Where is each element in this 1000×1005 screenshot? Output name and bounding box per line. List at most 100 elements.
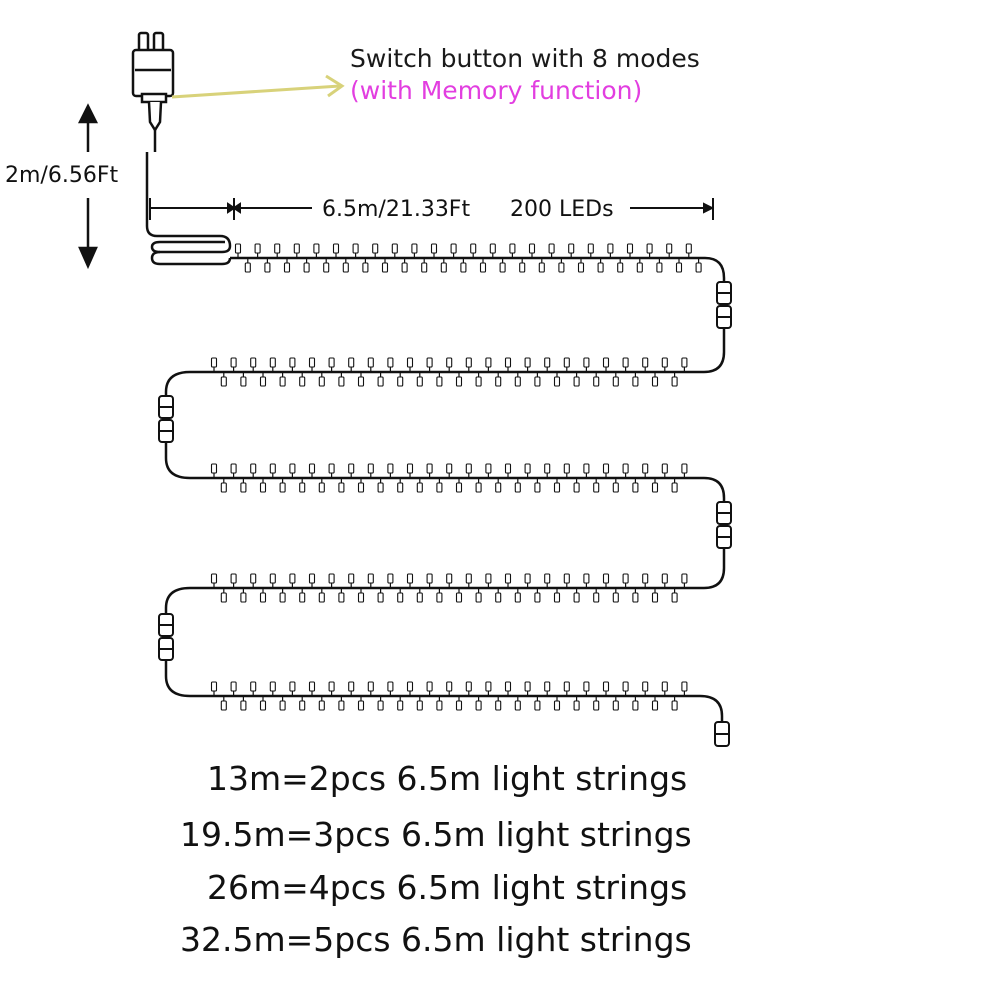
- led-bulb: [283, 258, 291, 273]
- led-bulb: [632, 478, 639, 493]
- led-bulb: [455, 696, 463, 711]
- led-bulb: [524, 463, 531, 478]
- led-row: [210, 463, 688, 493]
- led-bulb: [651, 372, 659, 387]
- led-row: [210, 357, 688, 387]
- led-bulb: [495, 696, 502, 711]
- led-bulb: [264, 258, 271, 273]
- led-bulb: [563, 463, 570, 478]
- led-bulb: [446, 681, 453, 696]
- lead-cable-coil: [145, 152, 238, 266]
- led-bulb: [593, 588, 600, 603]
- led-bulb: [675, 258, 683, 273]
- led-bulb: [597, 258, 604, 273]
- led-bulb: [406, 357, 414, 372]
- led-bulb: [338, 588, 345, 603]
- led-bulb: [499, 258, 506, 273]
- led-bulb: [426, 681, 433, 696]
- led-bulb: [313, 243, 320, 258]
- led-bulb: [495, 478, 502, 493]
- led-bulb: [210, 681, 218, 696]
- led-bulb: [387, 357, 394, 372]
- led-bulb: [446, 463, 453, 478]
- led-bulb: [367, 463, 374, 478]
- length-option-4: 32.5m=5pcs 6.5m light strings: [180, 920, 692, 959]
- led-bulb: [671, 588, 678, 603]
- led-bulb: [563, 573, 570, 588]
- led-bulb: [244, 258, 251, 273]
- led-bulb: [642, 357, 649, 372]
- led-bulb: [465, 357, 472, 372]
- led-bulb: [279, 696, 286, 711]
- led-bulb: [293, 243, 300, 258]
- led-bulb: [240, 372, 247, 387]
- led-bulb: [583, 681, 590, 696]
- led-bulb: [303, 258, 310, 273]
- led-bulb: [318, 588, 325, 603]
- led-bulb: [279, 372, 286, 387]
- led-bulb: [495, 372, 502, 387]
- led-bulb: [250, 357, 257, 372]
- led-bulb: [397, 478, 404, 493]
- led-bulb: [671, 478, 678, 493]
- led-bulb: [220, 478, 227, 493]
- led-bulb: [406, 573, 414, 588]
- led-bulb: [250, 681, 257, 696]
- led-bulb: [289, 463, 296, 478]
- led-bulb: [632, 372, 639, 387]
- led-bulb: [671, 696, 678, 711]
- led-bulb: [504, 357, 512, 372]
- led-bulb: [269, 573, 276, 588]
- led-bulb: [210, 357, 218, 372]
- led-bulb: [519, 258, 526, 273]
- led-bulb: [426, 573, 433, 588]
- led-bulb: [514, 372, 521, 387]
- led-bulb: [573, 696, 580, 711]
- led-bulb: [269, 681, 276, 696]
- led-bulb: [524, 573, 531, 588]
- led-bulb: [455, 372, 463, 387]
- led-bulb: [367, 573, 374, 588]
- led-bulb: [387, 681, 394, 696]
- led-bulb: [377, 478, 384, 493]
- led-bulb: [514, 478, 521, 493]
- led-bulb: [234, 243, 242, 258]
- led-bulb: [421, 258, 428, 273]
- led-bulb: [318, 478, 325, 493]
- led-bulb: [210, 463, 218, 478]
- led-bulb: [289, 357, 296, 372]
- callout-title: Switch button with 8 modes: [350, 44, 700, 73]
- led-bulb: [269, 357, 276, 372]
- lead-cable-length-label: 2m/6.56Ft: [5, 163, 118, 188]
- led-bulb: [308, 357, 316, 372]
- led-bulb: [240, 478, 247, 493]
- led-bulb: [250, 573, 257, 588]
- led-bulb: [367, 357, 374, 372]
- led-bulb: [495, 588, 502, 603]
- led-row: [210, 681, 688, 711]
- led-bulb: [436, 588, 443, 603]
- led-bulb: [259, 372, 267, 387]
- led-bulb: [318, 372, 325, 387]
- led-bulb: [524, 357, 531, 372]
- led-bulb: [593, 696, 600, 711]
- led-bulb: [573, 478, 580, 493]
- led-bulb: [269, 463, 276, 478]
- led-bulb: [602, 573, 610, 588]
- led-bulb: [504, 681, 512, 696]
- led-bulb: [612, 478, 619, 493]
- led-bulb: [577, 258, 585, 273]
- power-adapter-icon: [131, 31, 175, 152]
- led-bulb: [544, 463, 551, 478]
- led-bulb: [299, 588, 306, 603]
- length-option-1: 13m=2pcs 6.5m light strings: [207, 759, 687, 798]
- led-bulb: [357, 478, 365, 493]
- led-bulb: [391, 243, 398, 258]
- led-bulb: [381, 258, 389, 273]
- led-bulb: [475, 478, 482, 493]
- led-bulb: [357, 696, 365, 711]
- led-bulb: [279, 478, 286, 493]
- led-bulb: [573, 372, 580, 387]
- led-bulb: [602, 463, 610, 478]
- led-bulb: [328, 573, 335, 588]
